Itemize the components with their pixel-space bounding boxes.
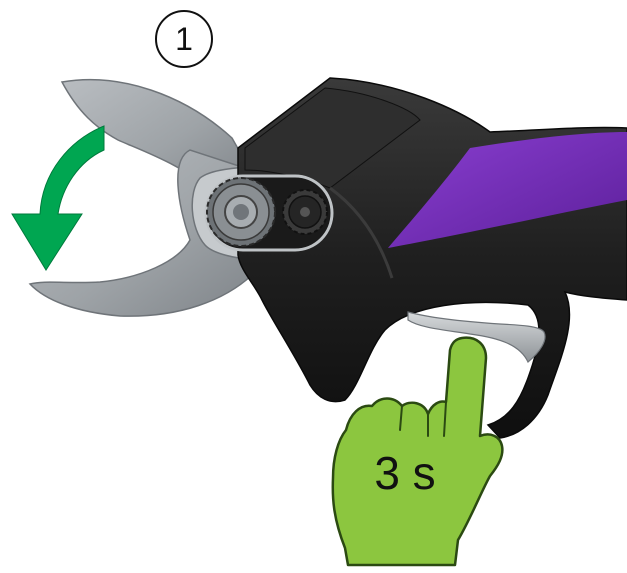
small-gear-icon — [283, 190, 327, 234]
curved-arrow-down-icon — [12, 126, 104, 270]
step-number: 1 — [155, 10, 213, 68]
large-gear-icon — [207, 178, 275, 246]
press-duration-label: 3 s — [350, 448, 460, 498]
